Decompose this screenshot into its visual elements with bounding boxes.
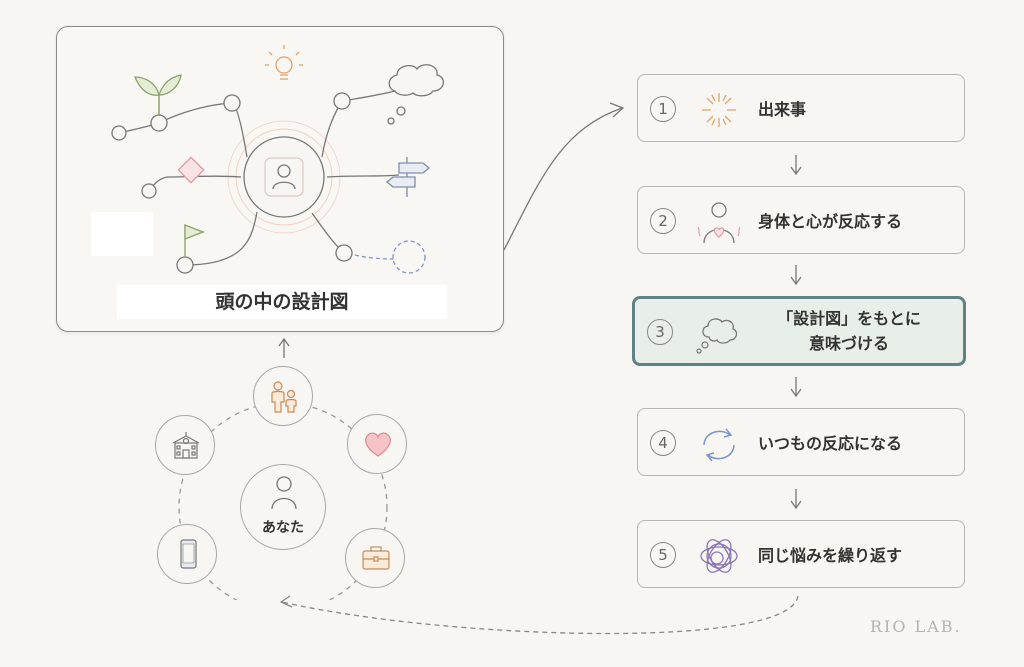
dashed-circle-icon — [392, 240, 426, 274]
step-number: 3 — [647, 319, 673, 345]
school-node — [155, 415, 215, 475]
mindmap-panel: 頭の中の設計図 — [56, 26, 504, 332]
school-icon — [172, 432, 200, 459]
thought-cloud-icon — [387, 64, 444, 125]
family-node — [253, 366, 313, 426]
signpost-icon — [385, 157, 431, 197]
sprout-icon — [134, 74, 182, 115]
step-3: 3 「設計図」をもとに 意味づける — [632, 296, 966, 366]
arrow-down-icon — [790, 489, 802, 510]
flag-icon — [184, 224, 205, 257]
arrow-down-icon — [790, 265, 802, 286]
mindmap-title: 頭の中の設計図 — [117, 285, 447, 319]
arrow-down-icon — [790, 155, 802, 176]
watermark: RIO LAB. — [870, 617, 962, 636]
lightbulb-icon — [265, 45, 303, 80]
step-2: 2 身体と心が反応する — [637, 186, 965, 254]
you-node: あなた — [240, 464, 326, 550]
heart-icon — [365, 432, 391, 457]
body-heart-icon — [697, 202, 741, 244]
step-1: 1 出来事 — [637, 74, 965, 142]
thought-cloud-icon — [696, 318, 738, 354]
mindmap-graph — [111, 45, 444, 274]
briefcase-icon — [362, 546, 390, 570]
step-label: 身体と心が反応する — [758, 212, 903, 231]
step-label: いつもの反応になる — [758, 434, 903, 453]
step-number: 5 — [650, 542, 676, 568]
you-label: あなた — [262, 520, 304, 536]
step-number: 2 — [650, 208, 676, 234]
heart-node — [347, 414, 407, 474]
step-label: 同じ悩みを繰り返す — [758, 546, 903, 565]
context-ring — [178, 402, 388, 600]
diamond-icon — [177, 156, 205, 184]
cycle-arrows-icon — [703, 428, 735, 462]
step-number: 1 — [650, 96, 676, 122]
step-label: 「設計図」をもとに 意味づける — [777, 309, 921, 353]
briefcase-node — [345, 528, 405, 588]
smartphone-icon — [180, 539, 197, 569]
arrow-down-icon — [790, 377, 802, 398]
step-label: 出来事 — [758, 100, 807, 119]
person-icon — [271, 476, 297, 510]
burst-icon — [702, 93, 736, 127]
step-4: 4 いつもの反応になる — [637, 408, 965, 476]
blank-patch — [91, 212, 153, 256]
tangle-icon — [700, 539, 738, 573]
step-number: 4 — [650, 430, 676, 456]
smartphone-node — [157, 524, 217, 584]
family-icon — [271, 381, 297, 413]
step-5: 5 同じ悩みを繰り返す — [637, 520, 965, 588]
